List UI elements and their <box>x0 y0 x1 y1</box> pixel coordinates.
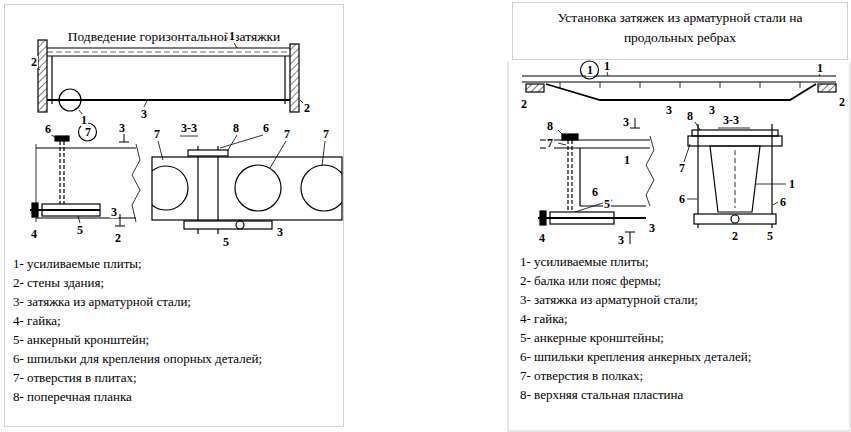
callout-number: 3-3 <box>722 114 740 126</box>
callout-number: 3 <box>110 206 118 218</box>
key-item: 7- отверстия в полках; <box>519 369 644 382</box>
panel-title: Установка затяжек из арматурной стали на… <box>521 8 839 49</box>
callout-number: 6 <box>262 122 270 134</box>
callout-number: 7 <box>283 128 291 140</box>
key-item: 6- шпильки для крепления опорных деталей… <box>12 352 263 365</box>
title-box: Установка затяжек из арматурной стали на… <box>512 2 848 60</box>
callout-number: 7 <box>84 126 92 138</box>
callout-number: 2 <box>114 232 122 244</box>
callout-number: 6 <box>678 193 686 205</box>
callout-number: 1 <box>788 178 796 190</box>
callout-number: 7 <box>153 128 161 140</box>
callout-number: 3 <box>276 226 284 238</box>
callout-number: 3 <box>118 122 126 134</box>
callout-number: 7 <box>678 162 686 174</box>
key-item: 3- затяжка из арматурной стали; <box>519 293 699 306</box>
callout-number: 6 <box>44 123 52 135</box>
callout-number: 1 <box>816 62 824 74</box>
callout-number: 2 <box>30 56 38 68</box>
callout-number: 5 <box>766 230 774 242</box>
callout-number: 1 <box>228 30 236 42</box>
callout-number: 3 <box>708 104 716 116</box>
callout-number: 4 <box>30 228 38 240</box>
callout-number: 7 <box>546 137 554 149</box>
callout-number: 1 <box>586 64 594 76</box>
callout-number: 7 <box>322 128 330 140</box>
key-item: 7- отверстия в плитах; <box>12 371 138 384</box>
key-item: 2- стены здания; <box>12 276 105 289</box>
callout-number: 5 <box>603 198 611 210</box>
callout-number: 3 <box>622 116 630 128</box>
callout-number: 2 <box>520 98 528 110</box>
callout-number: 6 <box>779 196 787 208</box>
callout-number: 8 <box>686 110 694 122</box>
callout-number: 2 <box>731 230 739 242</box>
key-item: 1- усиливаемые плиты; <box>519 255 650 268</box>
key-item: 2- балка или пояс фермы; <box>519 274 662 287</box>
key-item: 4- гайка; <box>519 312 569 325</box>
callout-number: 3 <box>648 222 656 234</box>
callout-number: 3 <box>617 234 625 246</box>
key-item: 8- поперечная планка <box>12 390 133 403</box>
callout-number: 5 <box>222 236 230 248</box>
key-item: 5- анкерный кронштейн; <box>12 333 150 346</box>
callout-number: 1 <box>603 60 611 72</box>
panel-title: Подведение горизонтальной затяжки <box>13 27 335 47</box>
key-item: 8- верхняя стальная пластина <box>519 388 684 401</box>
callout-number: 3 <box>140 108 148 120</box>
callout-number: 1 <box>80 114 88 126</box>
callout-number: 5 <box>76 224 84 236</box>
callout-number: 3-3 <box>180 122 198 134</box>
callout-number: 4 <box>538 232 546 244</box>
callout-number: 3 <box>665 104 673 116</box>
key-item: 5- анкерные кронштейны; <box>519 331 665 344</box>
callout-number: 8 <box>232 122 240 134</box>
key-item: 6- шпильки крепления анкерных деталей; <box>519 350 752 363</box>
callout-number: 8 <box>546 120 554 132</box>
key-item: 4- гайка; <box>12 314 62 327</box>
callout-number: 2 <box>303 102 311 114</box>
callout-number: 6 <box>591 186 599 198</box>
callout-number: 2 <box>838 96 846 108</box>
key-item: 1- усиливаемые плиты; <box>12 257 143 270</box>
callout-number: 1 <box>623 154 631 166</box>
key-item: 3- затяжка из арматурной стали; <box>12 295 192 308</box>
